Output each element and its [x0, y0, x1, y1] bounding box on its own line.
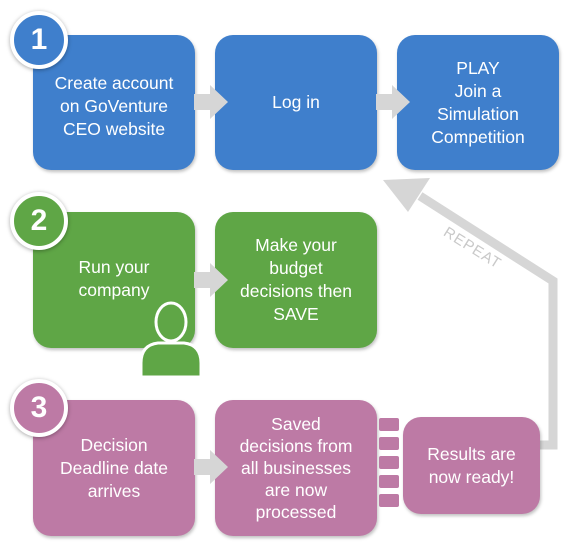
arrow-right-icon [194, 263, 228, 297]
step-badge-1: 1 [10, 11, 68, 69]
play-box: PLAY Join a Simulation Competition [397, 35, 559, 170]
step-badge-3: 3 [10, 379, 68, 437]
saved-processed-box: Saved decisions from all businesses are … [215, 400, 377, 536]
log-in-box: Log in [215, 35, 377, 170]
stack-tab [379, 437, 399, 450]
make-decisions-box: Make your budget decisions then SAVE [215, 212, 377, 348]
stack-tab [379, 456, 399, 469]
arrow-right-icon [194, 85, 228, 119]
stack-tab [379, 475, 399, 488]
arrow-right-icon [376, 85, 410, 119]
step-badge-2: 2 [10, 192, 68, 250]
user-icon [139, 301, 203, 379]
results-ready-box: Results are now ready! [403, 417, 540, 514]
stack-tab [379, 418, 399, 431]
arrow-right-icon [194, 450, 228, 484]
stack-tab [379, 494, 399, 507]
